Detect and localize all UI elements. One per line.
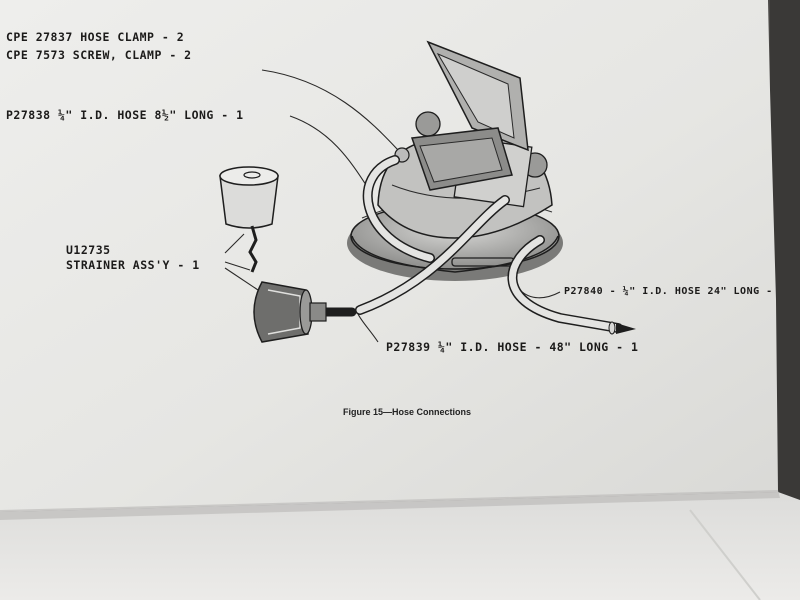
hose-48-inch (355, 195, 510, 315)
callout-hose-48-inch: P27839 ¼" I.D. HOSE - 48" LONG - 1 (386, 340, 639, 354)
leader-strainer-1 (224, 233, 245, 254)
callout-strainer-part: U12735 (66, 243, 111, 257)
leader-hose-8 (289, 115, 369, 189)
callout-hose-24-inch: P27840 - ¼" I.D. HOSE 24" LONG - (564, 286, 773, 297)
callout-strainer-name: STRAINER ASS'Y - 1 (66, 258, 200, 272)
hose-24-inch (507, 235, 623, 333)
hose-end-nozzle (616, 323, 636, 334)
figure-caption: Figure 15—Hose Connections (342, 407, 472, 417)
page-fold-shadow (0, 490, 780, 520)
leader-lines (224, 69, 561, 343)
strainer-assembly (219, 166, 327, 343)
leader-strainer-3 (224, 267, 259, 291)
pump-lid (410, 40, 529, 191)
hose-8-5-inch (362, 155, 435, 263)
leader-hose-48 (357, 313, 379, 343)
hose-24-end (608, 321, 616, 335)
page-lower-sheet (0, 492, 800, 600)
leader-strainer-2 (224, 261, 251, 271)
hoses (315, 155, 623, 333)
callout-hose-clamp: CPE 27837 HOSE CLAMP - 2 (6, 30, 185, 44)
callout-screw-clamp: CPE 7573 SCREW, CLAMP - 2 (6, 48, 192, 62)
leader-hose-clamp (261, 69, 399, 151)
callout-hose-8-5-inch: P27838 ¼" I.D. HOSE 8½" LONG - 1 (6, 108, 244, 122)
page-crease (689, 509, 761, 600)
figure-caption-row: Figure 15—Hose Connections (0, 402, 800, 420)
